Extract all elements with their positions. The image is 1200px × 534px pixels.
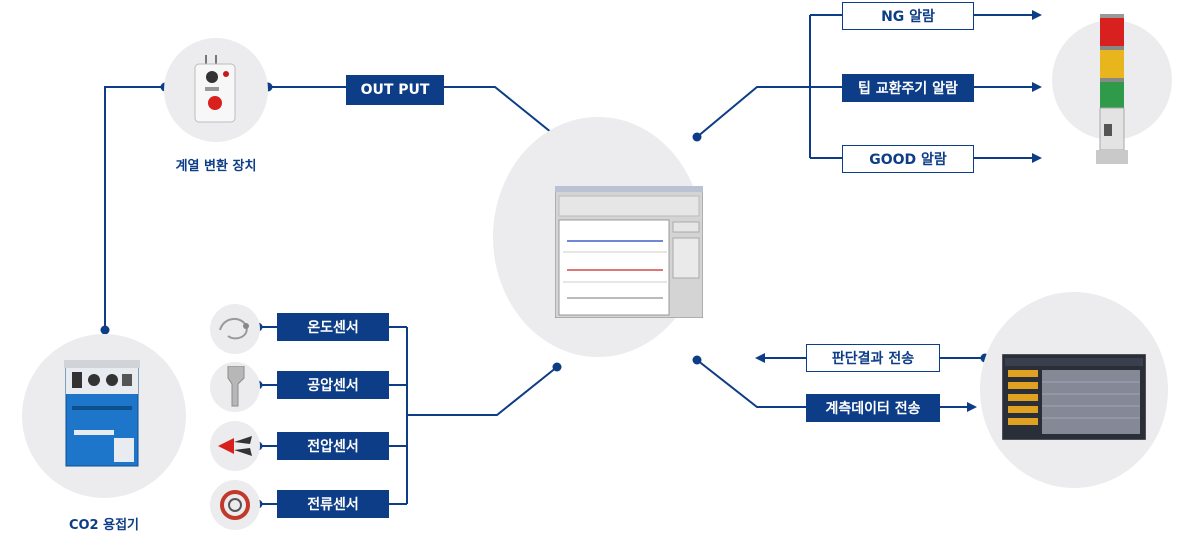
- sensor-voltage-label: 전압센서: [277, 432, 389, 460]
- sensor-pressure-label: 공압센서: [277, 371, 389, 399]
- temperature-sensor-icon: [216, 312, 254, 350]
- sensor-current-label: 전류센서: [277, 490, 389, 518]
- voltage-clip-icon: [216, 432, 254, 464]
- display-board-icon: [1001, 353, 1147, 444]
- tower-lamp-icon: [1096, 14, 1128, 170]
- welder-icon: [64, 360, 144, 474]
- current-coil-icon: [218, 488, 252, 526]
- result-transfer-label: 판단결과 전송: [806, 344, 940, 372]
- alarm-good-label: GOOD 알람: [842, 145, 974, 173]
- output-label: OUT PUT: [346, 75, 444, 105]
- monitor-screen-icon: [554, 185, 704, 322]
- sensor-temperature-label: 온도센서: [277, 313, 389, 341]
- current-sensor-node: [210, 480, 260, 530]
- alarm-ng-label: NG 알람: [842, 2, 974, 30]
- pressure-sensor-icon: [222, 365, 250, 412]
- welder-caption: CO2 용접기: [68, 518, 140, 533]
- converter-device-icon: [192, 55, 238, 127]
- temperature-sensor-node: [210, 304, 260, 354]
- alarm-tip-change-label: 팁 교환주기 알람: [842, 74, 974, 102]
- data-transfer-label: 계측데이터 전송: [806, 394, 940, 422]
- converter-caption: 계열 변환 장치: [175, 159, 257, 174]
